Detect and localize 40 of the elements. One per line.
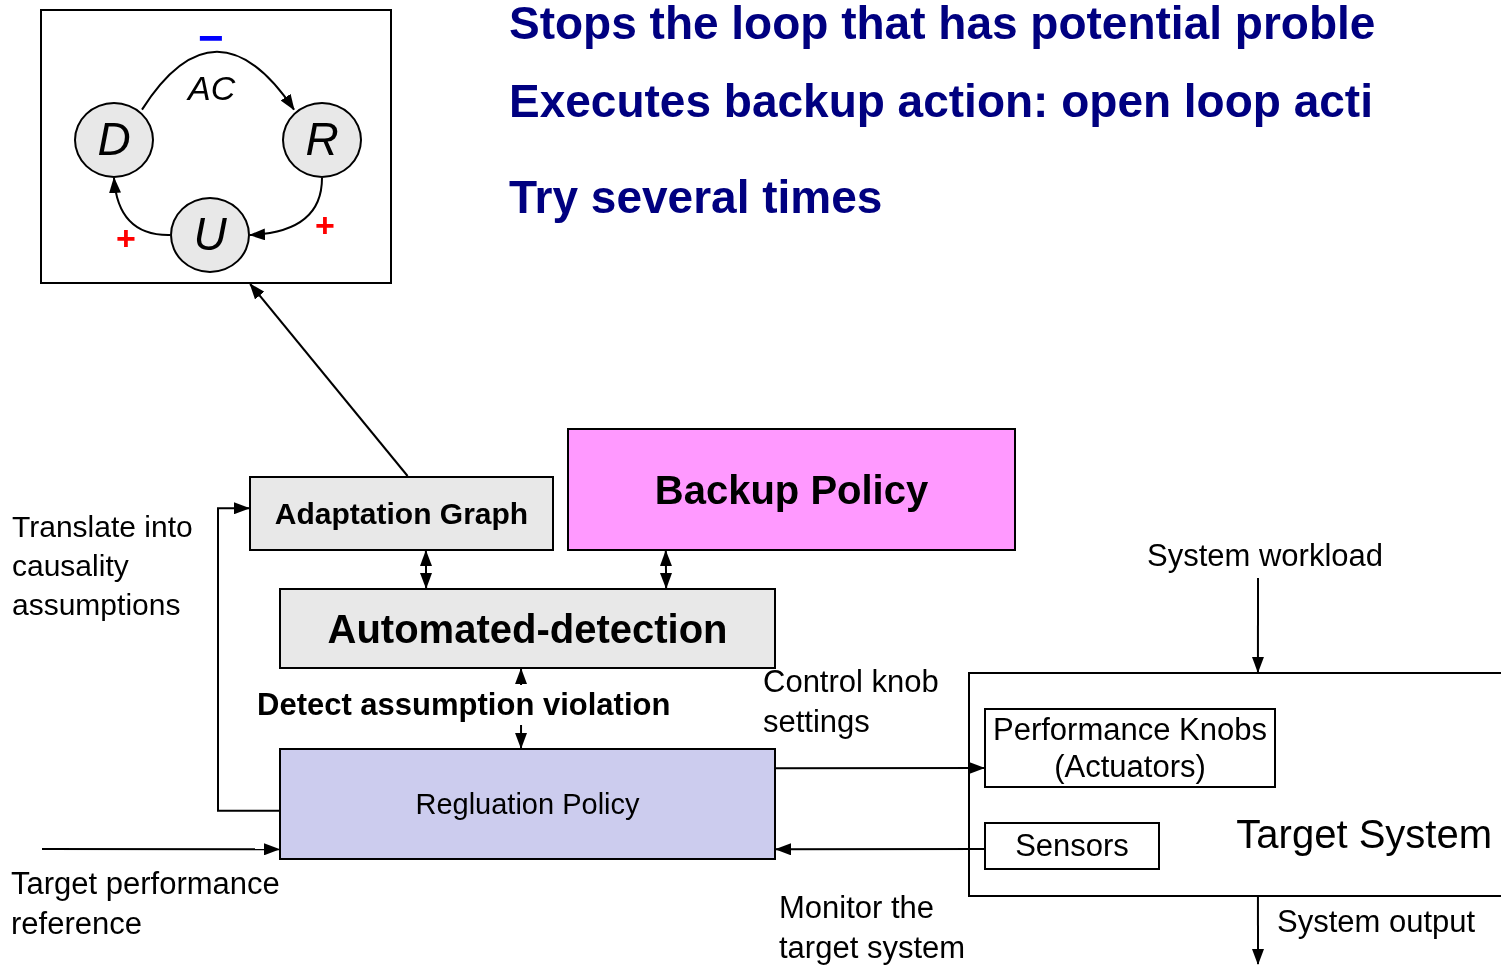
arrow xyxy=(41,843,280,856)
box-label: Sensors xyxy=(1015,827,1129,865)
edge-label: Detect assumption violation xyxy=(257,685,671,726)
arrow xyxy=(109,177,171,236)
arrow xyxy=(775,762,985,774)
state-letter: D xyxy=(97,112,131,168)
arrow xyxy=(249,177,323,240)
state-letter: R xyxy=(305,112,339,168)
box-label: Performance Knobs (Actuators) xyxy=(992,710,1268,786)
arrow xyxy=(249,283,409,477)
box-label: Regluation Policy xyxy=(415,786,640,822)
edge-label: Control knob settings xyxy=(763,663,940,742)
system-title: Target System xyxy=(1236,810,1492,858)
arrow xyxy=(775,843,985,856)
edge-label: Monitor the target system xyxy=(779,889,967,966)
arrow xyxy=(1252,896,1264,965)
state-letter: U xyxy=(193,207,227,263)
box-label: Adaptation Graph xyxy=(274,495,529,532)
edge-label: AC xyxy=(188,68,236,109)
system-box xyxy=(968,672,1501,897)
edge-label: Translate into causality assumptions xyxy=(12,509,194,623)
process-box xyxy=(249,476,554,551)
process-box xyxy=(279,588,776,669)
arrow xyxy=(1251,577,1264,673)
policy-box xyxy=(279,748,776,860)
arrow xyxy=(141,50,295,111)
arrow xyxy=(420,550,433,589)
policy-box xyxy=(567,428,1016,551)
edge-label: System output xyxy=(1277,903,1476,941)
edge-label: Target performance reference xyxy=(11,865,281,944)
arrow xyxy=(217,502,280,812)
box-label: Backup Policy xyxy=(654,466,929,514)
sign-symbol: + xyxy=(315,208,335,242)
sign-symbol: − xyxy=(198,16,224,60)
diagram-frame xyxy=(40,9,392,284)
edge-label: System workload xyxy=(1147,537,1384,575)
box-label: Automated-detection xyxy=(327,605,728,653)
arrow xyxy=(659,550,672,589)
component-box xyxy=(984,822,1160,870)
sign-symbol: + xyxy=(116,221,136,255)
